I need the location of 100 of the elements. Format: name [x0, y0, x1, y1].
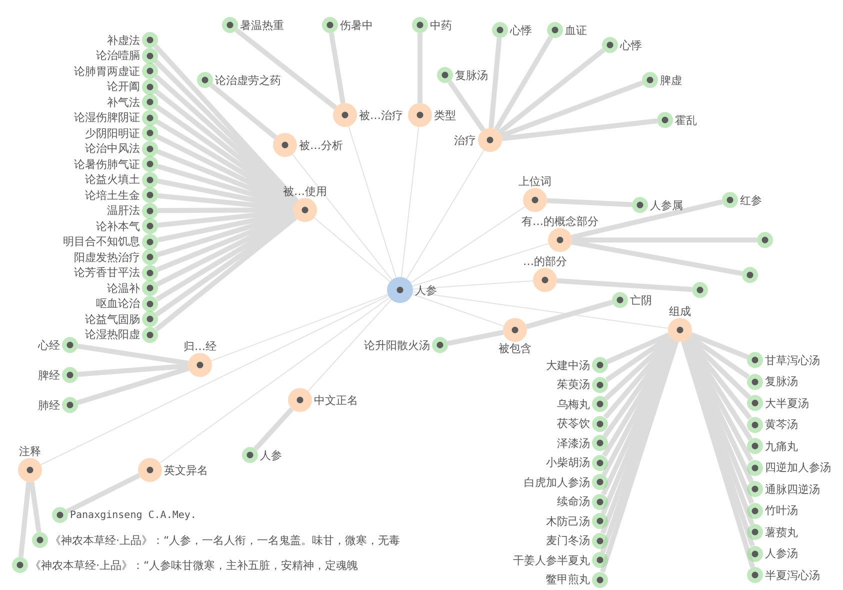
node-label: 上位词	[518, 175, 552, 188]
node-label: 论培土生金	[85, 188, 140, 202]
node-label: 人参属	[650, 198, 683, 212]
connector-line	[546, 198, 632, 208]
node-label: 论暑伤肺气证	[74, 158, 140, 170]
connector-line	[76, 366, 190, 406]
connector-line	[690, 332, 748, 360]
node-label: 红参	[740, 194, 762, 206]
connector-line	[494, 36, 554, 131]
node-label: 温肝法	[107, 204, 140, 217]
node-label: 有…的概念部分	[522, 215, 598, 228]
connector-line	[78, 363, 188, 377]
node-label: 人参	[415, 284, 437, 296]
node-label: 治疗	[454, 134, 476, 146]
node-label: 心悸	[620, 38, 642, 52]
node-label: 干姜人参半夏丸	[513, 554, 590, 566]
connector-line	[488, 38, 502, 128]
node-label: 复脉汤	[455, 68, 488, 82]
connector-line	[688, 334, 750, 380]
node-label: 补虚法	[107, 34, 140, 46]
connector-line	[308, 299, 392, 392]
node-label: 通脉四逆汤	[765, 482, 820, 496]
node-label: 竹叶汤	[765, 504, 798, 517]
connector-line	[400, 126, 420, 278]
node-label: 被…治疗	[359, 108, 403, 122]
node-label: 归…经	[184, 340, 216, 353]
connector-line	[502, 118, 658, 142]
node-label: 论补本气	[96, 220, 140, 232]
node-label: 泽漆汤	[557, 436, 590, 450]
node-label: 论温补	[107, 282, 140, 294]
connector-line	[571, 240, 743, 276]
node-label: 论治中风法	[85, 142, 140, 155]
node-label: 茯苓饮	[557, 417, 590, 430]
node-label: 中药	[430, 18, 452, 32]
connector-line	[210, 294, 388, 362]
connector-line	[18, 482, 32, 558]
connector-line	[498, 48, 606, 135]
connector-line	[447, 330, 504, 346]
connector-line	[412, 243, 550, 287]
node-label: 暑温热重	[240, 18, 284, 32]
connector-line	[606, 332, 670, 364]
node-label: 麦门冬汤	[546, 534, 590, 547]
node-label: 明目合不知饥息	[63, 235, 140, 248]
connector-line	[418, 33, 422, 103]
node-label: …的部分	[523, 255, 567, 268]
node-label: 伤暑中	[340, 18, 373, 32]
connector-line	[526, 300, 613, 330]
node-label: 人参	[260, 448, 282, 462]
node-label: 茱萸汤	[557, 378, 590, 391]
node-label: 被包含	[498, 342, 532, 355]
node-label: 论芳香甘平法	[74, 266, 140, 279]
connector-line	[234, 28, 338, 110]
node-label: 中文正名	[314, 394, 358, 406]
node-label: 组成	[669, 305, 691, 318]
node-label: 大半夏汤	[765, 396, 809, 410]
connector-line	[210, 83, 278, 140]
node-label: 心经	[38, 338, 60, 352]
node-label: 少阴阳明证	[85, 126, 140, 140]
node-label: 四逆加人参汤	[765, 461, 831, 474]
connector-line	[292, 154, 392, 280]
node-label: 薯蓣丸	[765, 526, 798, 538]
node-label: 半夏泻心汤	[765, 568, 820, 582]
node-label: 论治虚劳之药	[215, 74, 281, 86]
node-label: 被…分析	[299, 138, 343, 152]
node-label: 亡阴	[630, 294, 652, 306]
node-label: 黄芩汤	[765, 418, 798, 431]
node-label: 心悸	[510, 24, 532, 36]
node-label: 《神农本草经·上品》：“人参味甘微寒，主补五脏，安精神，定魂魄	[30, 558, 358, 572]
node-label: 脾虚	[660, 74, 682, 86]
connector-line	[406, 150, 484, 280]
connector-line	[448, 80, 486, 132]
node-label: 续命汤	[557, 495, 590, 508]
connector-line	[572, 238, 757, 242]
connector-line	[328, 32, 346, 104]
connector-line	[410, 206, 526, 284]
connector-line	[412, 280, 534, 290]
node-label: 论升阳散火汤	[364, 338, 430, 352]
node-label: 甘草泻心汤	[765, 354, 820, 366]
node-label: 类型	[434, 108, 456, 122]
node-label: 阳虚发热治疗	[74, 250, 140, 264]
node-label: 论开阖	[107, 80, 140, 93]
node-label: 血证	[565, 24, 587, 36]
node-label: 大建中汤	[546, 358, 590, 372]
connector-line	[40, 295, 389, 466]
connector-line	[254, 407, 294, 451]
node-label: 论治噎膈	[96, 49, 140, 62]
node-label: 英文异名	[164, 464, 208, 476]
node-label: 论湿热阳虚	[85, 328, 140, 341]
node-label: 人参汤	[765, 547, 798, 560]
connector-line	[556, 278, 692, 292]
connector-line	[412, 291, 669, 329]
node-label: 白虎加人参汤	[524, 476, 590, 488]
connector-line	[78, 344, 189, 366]
node-label: 被…使用	[283, 185, 327, 198]
node-label: 论益气固肠	[85, 312, 140, 326]
node-label: 呕血论治	[96, 297, 140, 310]
node-label: 论湿伤脾阴证	[74, 111, 140, 124]
node-label: 论益火填土	[85, 173, 140, 186]
connector-line	[314, 217, 391, 282]
node-label: Panaxginseng C.A.Mey.	[70, 508, 196, 522]
